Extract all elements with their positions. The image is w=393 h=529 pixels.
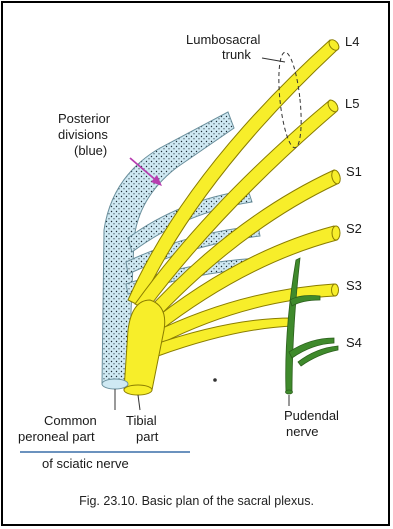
label-s3: S3 bbox=[346, 278, 362, 293]
label-tibial-1: Tibial bbox=[126, 413, 157, 428]
figure-caption: Fig. 23.10. Basic plan of the sacral ple… bbox=[0, 494, 393, 508]
label-posterior-3: (blue) bbox=[74, 143, 107, 158]
label-common-1: Common bbox=[44, 413, 97, 428]
label-common-2: peroneal part bbox=[18, 429, 95, 444]
tibial-end bbox=[124, 385, 152, 395]
marker-dot bbox=[213, 378, 217, 382]
label-posterior-1: Posterior bbox=[58, 111, 111, 126]
lumbosacral-pointer bbox=[262, 58, 285, 62]
label-sciatic: of sciatic nerve bbox=[42, 456, 129, 471]
label-l5: L5 bbox=[345, 96, 359, 111]
label-s1: S1 bbox=[346, 164, 362, 179]
peroneal-end bbox=[102, 379, 128, 389]
pudendal-nerve bbox=[286, 258, 339, 394]
label-pudendal-1: Pudendal bbox=[284, 408, 339, 423]
label-pudendal-2: nerve bbox=[286, 424, 319, 439]
label-l4: L4 bbox=[345, 34, 359, 49]
tibial-pointer bbox=[138, 395, 140, 410]
root-ends bbox=[326, 38, 342, 296]
label-s2: S2 bbox=[346, 221, 362, 236]
label-lumbosacral-1: Lumbosacral bbox=[186, 32, 261, 47]
tibial-part bbox=[124, 40, 337, 390]
label-posterior-2: divisions bbox=[58, 127, 108, 142]
label-lumbosacral-2: trunk bbox=[222, 47, 251, 62]
label-tibial-2: part bbox=[136, 429, 159, 444]
label-s4: S4 bbox=[346, 335, 362, 350]
